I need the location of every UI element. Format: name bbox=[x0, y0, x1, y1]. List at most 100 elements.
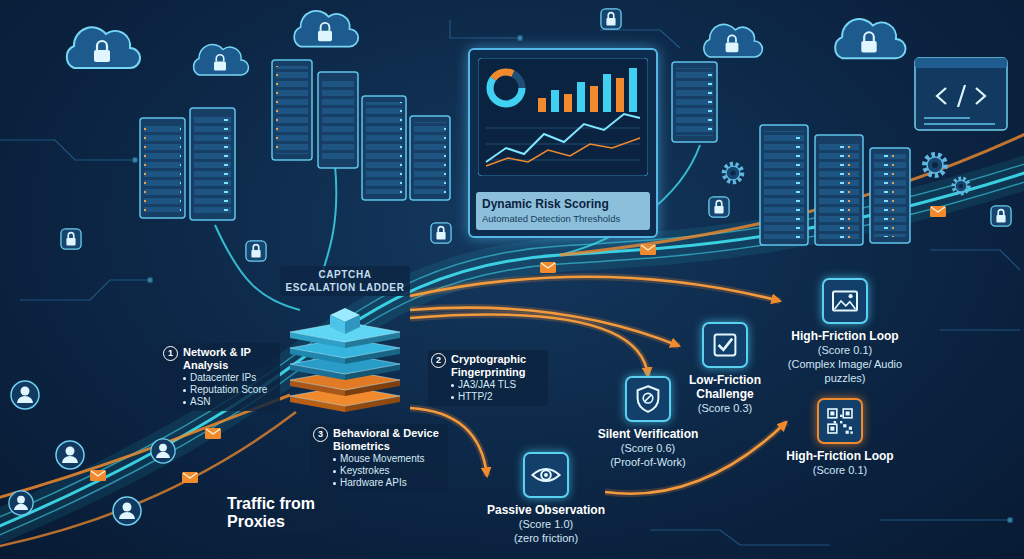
dashboard-panel: Dynamic Risk ScoringAutomated Detection … bbox=[468, 48, 658, 238]
stage-heading: Cryptographic Fingerprinting bbox=[451, 353, 543, 379]
qr-module bbox=[843, 424, 846, 427]
qr-module bbox=[849, 427, 852, 430]
qr-module bbox=[846, 431, 849, 434]
qr-module bbox=[840, 415, 842, 417]
bar bbox=[590, 86, 598, 112]
ladder-title: CAPTCHA ESCALATION LADDER bbox=[284, 268, 406, 294]
stage-label: 3 Behavioral & Device BiometricsMouse Mov… bbox=[310, 424, 448, 492]
bar bbox=[616, 78, 624, 112]
outcome-detail: (zero friction) bbox=[514, 531, 578, 545]
user-icons bbox=[9, 381, 175, 525]
flow-arrow-line bbox=[410, 308, 679, 346]
icon-shield bbox=[632, 383, 664, 415]
icon-qr bbox=[824, 405, 856, 437]
traffic-source-label: Traffic from Proxies bbox=[224, 494, 340, 532]
bar bbox=[564, 94, 572, 112]
callout-number: 3 bbox=[313, 427, 328, 442]
icon-tile bbox=[523, 452, 569, 498]
icon-eye bbox=[530, 459, 562, 491]
ladder-title-patch: CAPTCHA ESCALATION LADDER bbox=[280, 266, 410, 296]
outcome-detail: (Score 0.1) bbox=[813, 463, 867, 477]
outcome-card: Low-Friction Challenge(Score 0.3) bbox=[679, 322, 771, 415]
ladder-stack bbox=[280, 300, 410, 412]
code-window bbox=[915, 58, 1007, 130]
qr-module bbox=[840, 421, 842, 423]
bullet-dot bbox=[183, 389, 186, 392]
callout-number: 2 bbox=[431, 353, 446, 368]
outcome-detail: (Proof-of-Work) bbox=[610, 455, 686, 469]
bullet-text: Datacenter IPs bbox=[190, 372, 256, 384]
qr-finder bbox=[830, 427, 834, 431]
bullet-dot bbox=[183, 401, 186, 404]
ladder-cube bbox=[345, 315, 360, 334]
outcome-card: High-Friction Loop(Score 0.1) bbox=[786, 398, 893, 477]
escalation-ladder: CAPTCHA ESCALATION LADDER bbox=[280, 266, 410, 412]
bullet-row: JA3/JA4 TLS bbox=[451, 379, 543, 391]
bullet-row: ASN bbox=[183, 396, 275, 408]
bullet-text: ASN bbox=[190, 396, 211, 408]
icon-tile bbox=[817, 398, 863, 444]
outcome-title: High-Friction Loop bbox=[791, 329, 898, 343]
eye-outline bbox=[532, 469, 559, 481]
image-frame bbox=[833, 291, 857, 310]
callout-number: 1 bbox=[163, 346, 178, 361]
outcome-title: Silent Verification bbox=[598, 427, 699, 441]
icon-image bbox=[829, 285, 861, 317]
qr-module bbox=[850, 431, 852, 433]
outcome-card: High-Friction Loop(Score 0.1)(Complex Im… bbox=[780, 278, 910, 385]
chart-grid bbox=[486, 128, 640, 160]
bullet-text: Mouse Movements bbox=[340, 453, 424, 465]
stage-heading: Behavioral & Device Biometrics bbox=[333, 427, 443, 453]
image-sun bbox=[849, 294, 853, 298]
outcome-card: Passive Observation(Score 1.0)(zero fric… bbox=[487, 452, 605, 545]
stage-heading-row: 3 Behavioral & Device Biometrics bbox=[313, 427, 443, 453]
icon-tile bbox=[625, 376, 671, 422]
donut-part bbox=[490, 72, 522, 104]
donut-track bbox=[490, 72, 522, 104]
bullet-row: Mouse Movements bbox=[333, 453, 443, 465]
outcome-title: High-Friction Loop bbox=[786, 449, 893, 463]
bar bbox=[538, 98, 546, 112]
bullet-dot bbox=[333, 458, 336, 461]
bullet-dot bbox=[451, 396, 454, 399]
bullet-dot bbox=[333, 482, 336, 485]
qr-module bbox=[834, 421, 836, 423]
eye-pupil bbox=[544, 473, 548, 477]
bullet-text: Keystrokes bbox=[340, 465, 389, 477]
bullet-text: JA3/JA4 TLS bbox=[458, 379, 516, 391]
stage-label: 2 Cryptographic FingerprintingJA3/JA4 TLS… bbox=[428, 350, 548, 406]
icon-tile bbox=[702, 322, 748, 368]
outcome-detail: (Score 0.6) bbox=[621, 441, 675, 455]
stage-label: 1Network & IP AnalysisDatacenter IPsRepu… bbox=[160, 343, 280, 411]
bullet-row: HTTP/2 bbox=[451, 391, 543, 403]
bullet-text: Reputation Score bbox=[190, 384, 267, 396]
shield-mark bbox=[643, 393, 653, 403]
bar bbox=[629, 68, 637, 112]
bullet-row: Reputation Score bbox=[183, 384, 275, 396]
gear-icons bbox=[724, 155, 968, 193]
panel-subtitle: Automated Detection Thresholds bbox=[482, 212, 644, 225]
stage-heading-row: 1Network & IP Analysis bbox=[163, 346, 275, 372]
shield-mark bbox=[645, 395, 651, 401]
icon-tile bbox=[822, 278, 868, 324]
lock-badges bbox=[61, 9, 1011, 261]
server-racks bbox=[140, 60, 910, 245]
trend-line bbox=[486, 138, 640, 166]
bar bbox=[551, 90, 559, 112]
flow-arrow-glow bbox=[410, 308, 679, 346]
dashboard-caption-band: Dynamic Risk ScoringAutomated Detection … bbox=[476, 192, 650, 230]
donut-part bbox=[490, 72, 522, 104]
bullet-dot bbox=[183, 377, 186, 380]
outcome-detail: (Score 0.3) bbox=[698, 401, 752, 415]
flow-arrow bbox=[410, 308, 679, 346]
qr-finder bbox=[843, 409, 852, 418]
check-mark bbox=[719, 339, 733, 350]
flow-arrow-line bbox=[410, 277, 780, 301]
qr-finder bbox=[830, 411, 834, 415]
ladder-cube bbox=[330, 315, 345, 334]
bullet-text: Hardware APIs bbox=[340, 477, 407, 489]
panel-title: Dynamic Risk Scoring bbox=[482, 197, 644, 212]
bar bbox=[577, 82, 585, 112]
outcome-detail: (Score 1.0) bbox=[519, 517, 573, 531]
outcome-title: Passive Observation bbox=[487, 503, 605, 517]
